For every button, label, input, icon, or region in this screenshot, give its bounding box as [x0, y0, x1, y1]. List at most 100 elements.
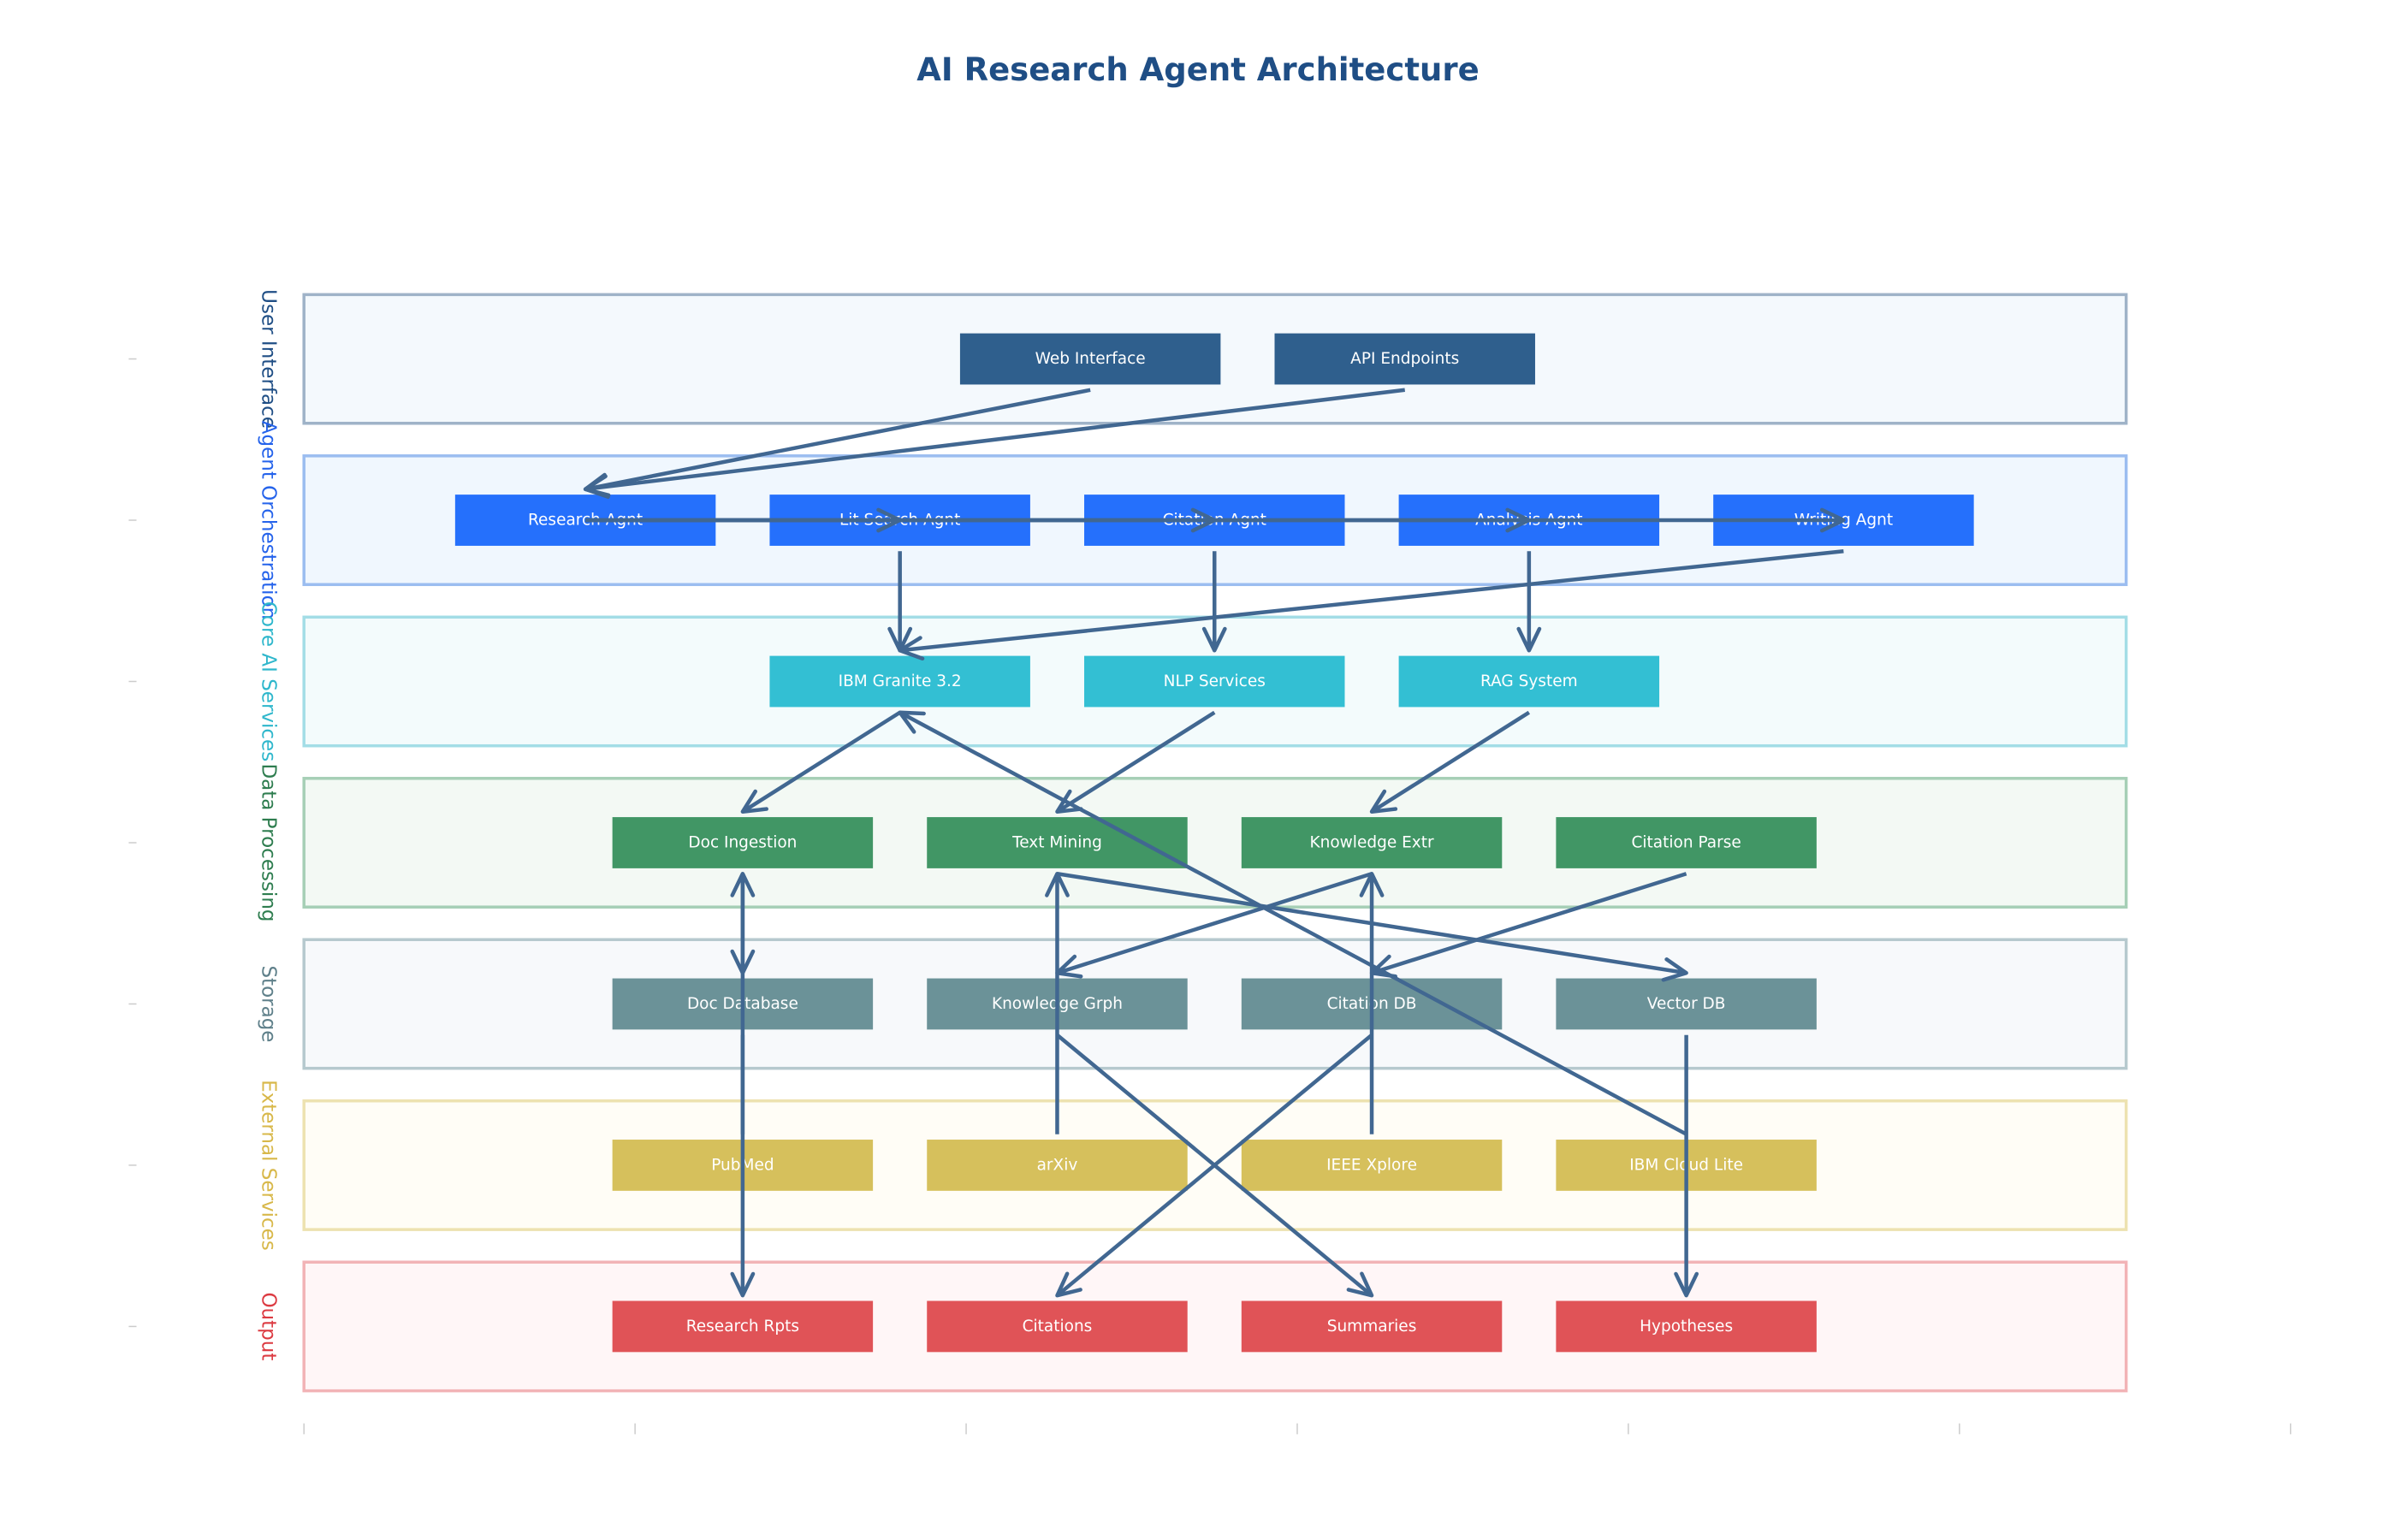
arrow-head: [1369, 789, 1398, 814]
node-box: [612, 1300, 874, 1353]
arrow-head: [730, 871, 756, 897]
node-box: [1241, 1300, 1503, 1353]
edges: [583, 388, 1846, 1298]
layer-label-ui: User Interface: [258, 289, 280, 429]
arrow-head: [583, 474, 610, 500]
diagram-title: AI Research Agent Architecture: [916, 51, 1479, 88]
arrow-head: [898, 710, 926, 734]
edge-ibmcloud-to-granite: [898, 710, 1687, 1136]
edge-writing-to-granite: [898, 549, 1844, 660]
arrow-head: [1661, 957, 1688, 982]
edge-docdb-to-reports: [730, 1034, 756, 1298]
edge-citation_agent-to-nlp: [1201, 551, 1227, 653]
node-citeparse[interactable]: Citation Parse: [1556, 817, 1817, 868]
edge-analysis-to-rag: [1516, 551, 1542, 653]
node-box: [1274, 333, 1535, 385]
node-box: [1241, 817, 1503, 868]
node-label: IBM Granite 3.2: [839, 672, 962, 690]
node-label: API Endpoints: [1350, 350, 1459, 368]
edge-line: [899, 549, 1844, 653]
node-citations[interactable]: Citations: [927, 1300, 1188, 1353]
edge-vectordb-to-hypotheses: [1674, 1034, 1699, 1298]
arrow-head: [1045, 871, 1070, 897]
arrow-head: [740, 789, 768, 814]
node-label: Knowledge Extr: [1310, 833, 1434, 851]
node-label: Web Interface: [1035, 350, 1146, 368]
edge-line: [584, 388, 1091, 491]
node-box: [1556, 978, 1817, 1030]
edge-granite-to-ingestion: [740, 710, 901, 814]
edge-research-to-writing: [585, 507, 1846, 533]
node-box: [1556, 817, 1817, 868]
arrow-head: [1674, 1271, 1699, 1298]
edge-line: [1371, 872, 1687, 975]
edge-line: [1056, 1033, 1373, 1297]
arrow-head: [1055, 1271, 1082, 1298]
layer-store: [302, 938, 2128, 1070]
node-label: Research Rpts: [686, 1318, 799, 1336]
node-nlp[interactable]: NLP Services: [1084, 655, 1345, 708]
layer-label-ext: External Services: [258, 1080, 280, 1251]
node-arxiv[interactable]: arXiv: [927, 1140, 1188, 1191]
edge-line: [584, 388, 1406, 492]
edge-api-to-research: [583, 388, 1406, 500]
node-box: [927, 1300, 1188, 1353]
node-rag[interactable]: RAG System: [1398, 655, 1660, 708]
node-summaries[interactable]: Summaries: [1241, 1300, 1503, 1353]
node-label: IEEE Xplore: [1326, 1156, 1417, 1174]
node-label: RAG System: [1480, 672, 1578, 690]
node-label: arXiv: [1037, 1156, 1078, 1174]
node-box: [769, 655, 1030, 708]
node-label: Citations: [1023, 1318, 1093, 1336]
arrow-head: [1516, 626, 1542, 653]
edge-nlp-to-textmining: [1055, 710, 1216, 814]
layer-out: [302, 1260, 2128, 1393]
node-ieee[interactable]: IEEE Xplore: [1241, 1140, 1503, 1191]
node-vectordb[interactable]: Vector DB: [1556, 978, 1817, 1030]
layer-label-proc: Data Processing: [258, 763, 280, 921]
edge-line: [898, 710, 1687, 1136]
node-box: [612, 817, 874, 868]
edge-line: [1056, 710, 1216, 814]
arrow-head: [1359, 871, 1385, 897]
node-ingestion[interactable]: Doc Ingestion: [612, 817, 874, 868]
edge-rag-to-knowextr: [1369, 710, 1531, 814]
layer-label-store: Storage: [258, 965, 280, 1042]
layer-label-orch: Agent Orchestration: [258, 421, 280, 619]
layer-label-out: Output: [258, 1292, 280, 1360]
arrow-head: [1346, 1271, 1374, 1298]
layer-label-core: Core AI Services: [258, 601, 280, 761]
arrow-head: [1819, 507, 1846, 533]
edge-line: [741, 710, 901, 814]
node-granite[interactable]: IBM Granite 3.2: [769, 655, 1030, 708]
edge-arxiv-to-textmining: [1045, 871, 1070, 1134]
node-label: Hypotheses: [1640, 1318, 1733, 1336]
node-box: [927, 1140, 1188, 1191]
edge-ieee-to-knowextr: [1359, 871, 1385, 1134]
arrow-head: [1201, 626, 1227, 653]
node-web[interactable]: Web Interface: [959, 333, 1221, 385]
layer-proc: [302, 777, 2128, 909]
node-label: Vector DB: [1647, 995, 1726, 1013]
arrow-head: [1055, 789, 1083, 814]
node-reports[interactable]: Research Rpts: [612, 1300, 874, 1353]
node-box: [1241, 1140, 1503, 1191]
node-label: Citation Parse: [1631, 833, 1741, 851]
node-label: Text Mining: [1011, 833, 1102, 851]
node-label: Summaries: [1327, 1318, 1417, 1336]
node-api[interactable]: API Endpoints: [1274, 333, 1535, 385]
node-box: [1556, 1300, 1817, 1353]
node-box: [1084, 655, 1345, 708]
node-box: [959, 333, 1221, 385]
edge-line: [1370, 710, 1531, 814]
node-label: NLP Services: [1164, 672, 1266, 690]
arrow-head: [898, 636, 925, 660]
edge-line: [1056, 872, 1373, 975]
axis-ticks: [303, 1423, 2292, 1435]
edge-citedb-to-citations: [1055, 1033, 1373, 1298]
node-hypotheses[interactable]: Hypotheses: [1556, 1300, 1817, 1353]
node-textmining[interactable]: Text Mining: [927, 817, 1188, 868]
node-box: [1398, 655, 1660, 708]
node-knowextr[interactable]: Knowledge Extr: [1241, 817, 1503, 868]
